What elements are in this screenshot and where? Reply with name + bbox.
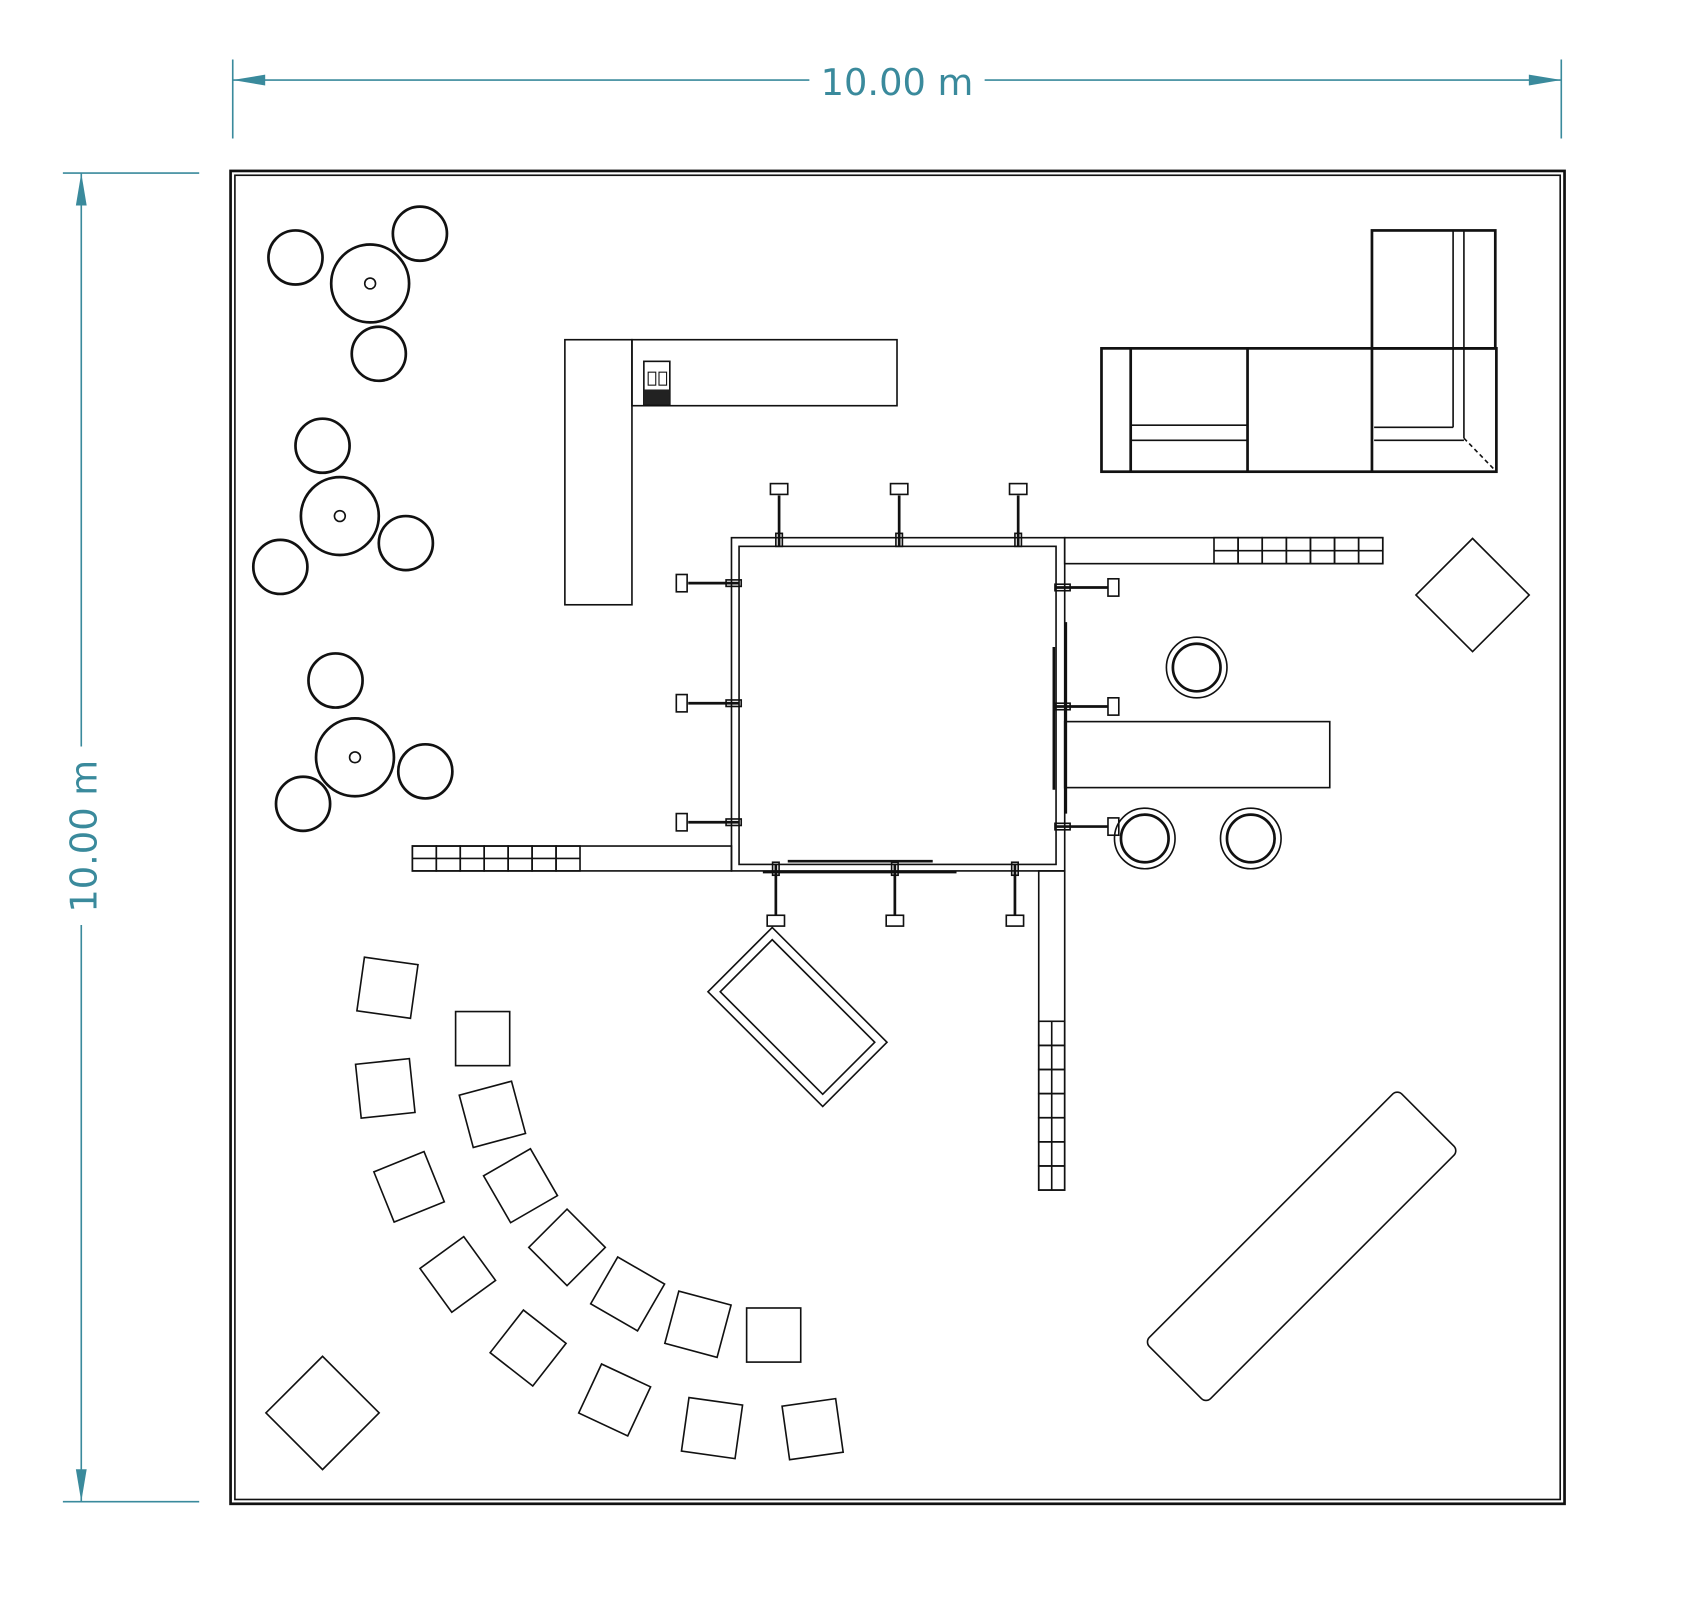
bar-stool bbox=[1165, 636, 1228, 699]
clamp bbox=[890, 861, 899, 877]
spotlights bbox=[675, 482, 1120, 927]
square-stool bbox=[488, 1308, 568, 1388]
chair bbox=[350, 325, 408, 383]
spotlight-icon bbox=[675, 573, 688, 593]
sectional-sofa bbox=[1100, 229, 1498, 474]
width-label: 10.00 m bbox=[821, 61, 974, 104]
bar-stool-seat bbox=[1225, 813, 1276, 864]
chair bbox=[391, 205, 449, 263]
round-table bbox=[314, 717, 396, 798]
bar-stools bbox=[1113, 636, 1282, 870]
clamp bbox=[1010, 861, 1019, 877]
spotlight-icon bbox=[769, 482, 789, 496]
table-center bbox=[348, 751, 362, 764]
clamp bbox=[771, 861, 780, 877]
chair bbox=[396, 742, 454, 800]
spotlight-icon bbox=[885, 914, 905, 927]
central-truss bbox=[730, 536, 1068, 874]
bar-stool-seat bbox=[1119, 813, 1170, 864]
round-table bbox=[329, 243, 411, 324]
spotlight-icon bbox=[675, 812, 688, 832]
plant-stand-right bbox=[1414, 537, 1531, 653]
square-stool bbox=[482, 1147, 559, 1224]
square-stool bbox=[354, 1057, 416, 1119]
coffee-machine-icon bbox=[643, 360, 671, 406]
spotlight-icon bbox=[1107, 577, 1120, 597]
clamp bbox=[725, 699, 743, 708]
long-bench bbox=[1146, 1091, 1457, 1402]
round-table bbox=[299, 475, 381, 557]
square-stool bbox=[663, 1290, 733, 1359]
coffee-table bbox=[706, 926, 889, 1108]
spotlight-icon bbox=[889, 482, 909, 496]
clamp bbox=[1054, 702, 1071, 711]
square-stool bbox=[781, 1397, 845, 1461]
square-stools bbox=[354, 956, 845, 1461]
shelf-bottom bbox=[1037, 870, 1066, 1191]
table-center bbox=[333, 509, 347, 523]
square-stool bbox=[418, 1235, 497, 1314]
clamp bbox=[895, 532, 904, 548]
chair bbox=[251, 538, 309, 596]
square-stool bbox=[454, 1010, 511, 1067]
spotlight-icon bbox=[675, 693, 688, 713]
arrow-up-icon bbox=[75, 173, 87, 206]
square-stool bbox=[589, 1255, 666, 1332]
chair bbox=[274, 775, 332, 833]
bar-stool-seat bbox=[1171, 642, 1222, 693]
square-stool bbox=[577, 1362, 652, 1437]
spotlight-icon bbox=[1107, 817, 1120, 837]
spotlight-icon bbox=[766, 914, 786, 927]
spotlight-icon bbox=[1005, 914, 1025, 927]
chair bbox=[377, 514, 435, 572]
arrow-right-icon bbox=[1528, 74, 1562, 86]
square-stool bbox=[680, 1396, 744, 1460]
bar-stool bbox=[1113, 807, 1176, 870]
spotlight-icon bbox=[1107, 697, 1120, 716]
plant-stand-left bbox=[264, 1355, 381, 1471]
clamp bbox=[1054, 822, 1071, 831]
height-dimension: 10.00 m bbox=[62, 172, 200, 1503]
square-stool bbox=[355, 956, 419, 1020]
arrow-down-icon bbox=[75, 1469, 87, 1502]
side-counter bbox=[1063, 720, 1331, 789]
width-dimension: 10.00 m bbox=[231, 59, 1563, 139]
arrow-left-icon bbox=[232, 74, 266, 86]
clamp bbox=[775, 532, 784, 548]
square-stool bbox=[372, 1150, 446, 1224]
bar-stool bbox=[1219, 807, 1282, 870]
floor-boundary bbox=[229, 169, 1566, 1506]
height-label: 10.00 m bbox=[62, 760, 105, 913]
clamp bbox=[1014, 532, 1023, 548]
chair bbox=[294, 417, 351, 475]
square-stool bbox=[527, 1208, 607, 1287]
shelf-top-right bbox=[1063, 536, 1384, 565]
spotlight-icon bbox=[1008, 482, 1028, 496]
square-stool bbox=[458, 1080, 527, 1149]
clamp bbox=[1054, 583, 1071, 592]
square-stool bbox=[745, 1307, 802, 1363]
clamp bbox=[725, 579, 743, 588]
chair bbox=[307, 652, 364, 709]
shelf-left bbox=[411, 845, 733, 872]
l-shaped-counter bbox=[564, 338, 898, 606]
clamp bbox=[725, 818, 743, 827]
chair bbox=[267, 229, 324, 286]
round-tables bbox=[251, 205, 454, 833]
table-center bbox=[363, 277, 377, 290]
